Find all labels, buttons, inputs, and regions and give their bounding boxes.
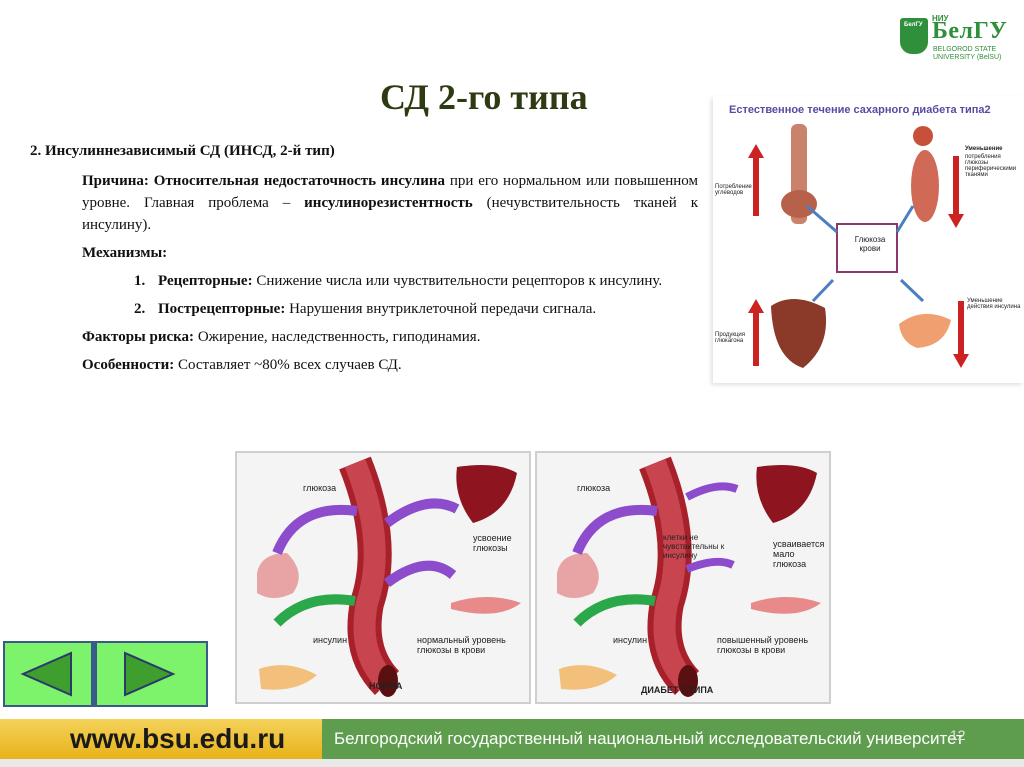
section-heading: 2. Инсулиннезависимый СД (ИНСД, 2-й тип) bbox=[30, 143, 335, 159]
mechanism-item: 2. Пострецепторные: Нарушения внутриклет… bbox=[134, 301, 597, 317]
mechanisms-label: Механизмы: bbox=[82, 245, 168, 261]
triangle-right-icon bbox=[124, 651, 176, 697]
uptake-label: усваивается мало глюкоза bbox=[773, 539, 825, 569]
panel-diabetes: глюкоза инсулин клетки не чувствительны … bbox=[535, 451, 831, 704]
slide-body: 2. Инсулиннезависимый СД (ИНСД, 2-й тип)… bbox=[30, 140, 698, 382]
logo-line1: BELGOROD STATE bbox=[933, 46, 997, 53]
footer-url[interactable]: www.bsu.edu.ru bbox=[70, 723, 286, 754]
nav-divider bbox=[91, 643, 97, 705]
previous-slide-button[interactable] bbox=[13, 649, 83, 699]
level-label: нормальный уровень глюкозы в крови bbox=[417, 635, 506, 655]
panel-normal: глюкоза инсулин усвоение глюкозы нормаль… bbox=[235, 451, 531, 704]
glucagon-label: Продукция глюкагона bbox=[715, 332, 746, 344]
cells-insensitive-label: клетки не чувствительны к инсулину bbox=[663, 533, 725, 560]
diagram-graphic bbox=[748, 124, 969, 368]
mechanism-item: 1. Рецепторные: Снижение числа или чувст… bbox=[134, 273, 663, 289]
level-label: повышенный уровень глюкозы в крови bbox=[717, 635, 809, 655]
footer-university-name: Белгородский государственный национальны… bbox=[334, 729, 964, 748]
next-slide-button[interactable] bbox=[113, 649, 183, 699]
glucose-label: глюкоза bbox=[303, 483, 337, 493]
insulin-action-label: Уменьшение действия инсулина bbox=[967, 298, 1021, 310]
footer: www.bsu.edu.ru Белгородский государствен… bbox=[0, 719, 1024, 767]
page-number: 12 bbox=[950, 727, 966, 743]
logo-niu: НИУ bbox=[932, 14, 949, 23]
footer-underline bbox=[0, 759, 1024, 767]
footer-name-bar bbox=[322, 719, 1024, 759]
glucose-center-label: Глюкоза крови bbox=[854, 235, 886, 253]
diabetes-course-diagram: Естественное течение сахарного диабета т… bbox=[713, 96, 1024, 383]
glucose-label: глюкоза bbox=[577, 483, 611, 493]
decrease-label: Уменьшение bbox=[965, 146, 1003, 152]
features: Особенности: Составляет ~80% всех случае… bbox=[82, 357, 402, 373]
uptake-label: усвоение глюкозы bbox=[473, 533, 512, 553]
panel-caption: НОРМА bbox=[369, 681, 403, 691]
university-logo: БелГУ НИУ БелГУ BELGOROD STATE UNIVERSIT… bbox=[900, 14, 1018, 62]
risk-factors: Факторы риска: Ожирение, наследственност… bbox=[82, 329, 481, 345]
insulin-label: инсулин bbox=[613, 635, 648, 645]
footer-url-bar bbox=[0, 719, 322, 759]
panel-caption: ДИАБЕТ 2 ТИПА bbox=[641, 685, 714, 695]
diabetes-illustration bbox=[557, 456, 821, 697]
logo-name: БелГУ bbox=[932, 18, 1008, 44]
logo-line2: UNIVERSITY (BelSU) bbox=[933, 54, 1002, 61]
triangle-left-icon bbox=[20, 651, 72, 697]
glucose-usage-label: потребления глюкозы периферическими ткан… bbox=[965, 154, 1017, 178]
cause-paragraph: Причина: Относительная недостаточность и… bbox=[82, 173, 699, 233]
carb-intake-label: Потребление углеводов bbox=[715, 184, 752, 196]
diagram-header: Естественное течение сахарного диабета т… bbox=[729, 104, 991, 116]
shield-icon: БелГУ bbox=[900, 18, 928, 54]
slide-title: СД 2-го типа bbox=[380, 77, 588, 117]
slide-navigation bbox=[3, 641, 208, 707]
insulin-label: инсулин bbox=[313, 635, 348, 645]
normal-illustration bbox=[257, 456, 521, 697]
